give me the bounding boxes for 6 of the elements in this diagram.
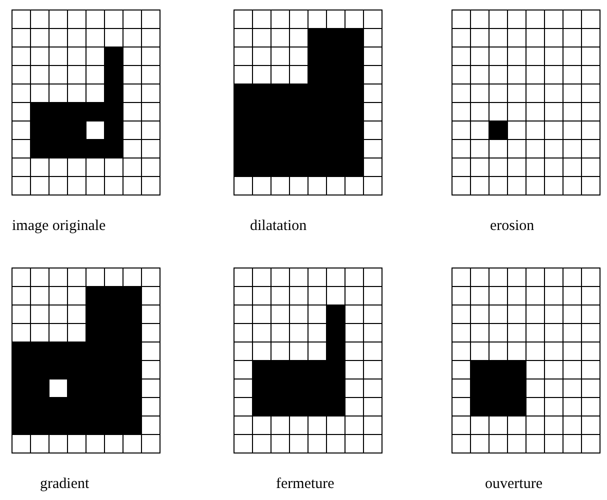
- image-caption: dilatation: [250, 218, 307, 235]
- image-caption: ouverture: [485, 476, 542, 493]
- image-caption: gradient: [40, 476, 90, 493]
- image-caption: image originale: [12, 218, 106, 235]
- image-caption: fermeture: [276, 476, 334, 493]
- image-caption: erosion: [490, 218, 534, 235]
